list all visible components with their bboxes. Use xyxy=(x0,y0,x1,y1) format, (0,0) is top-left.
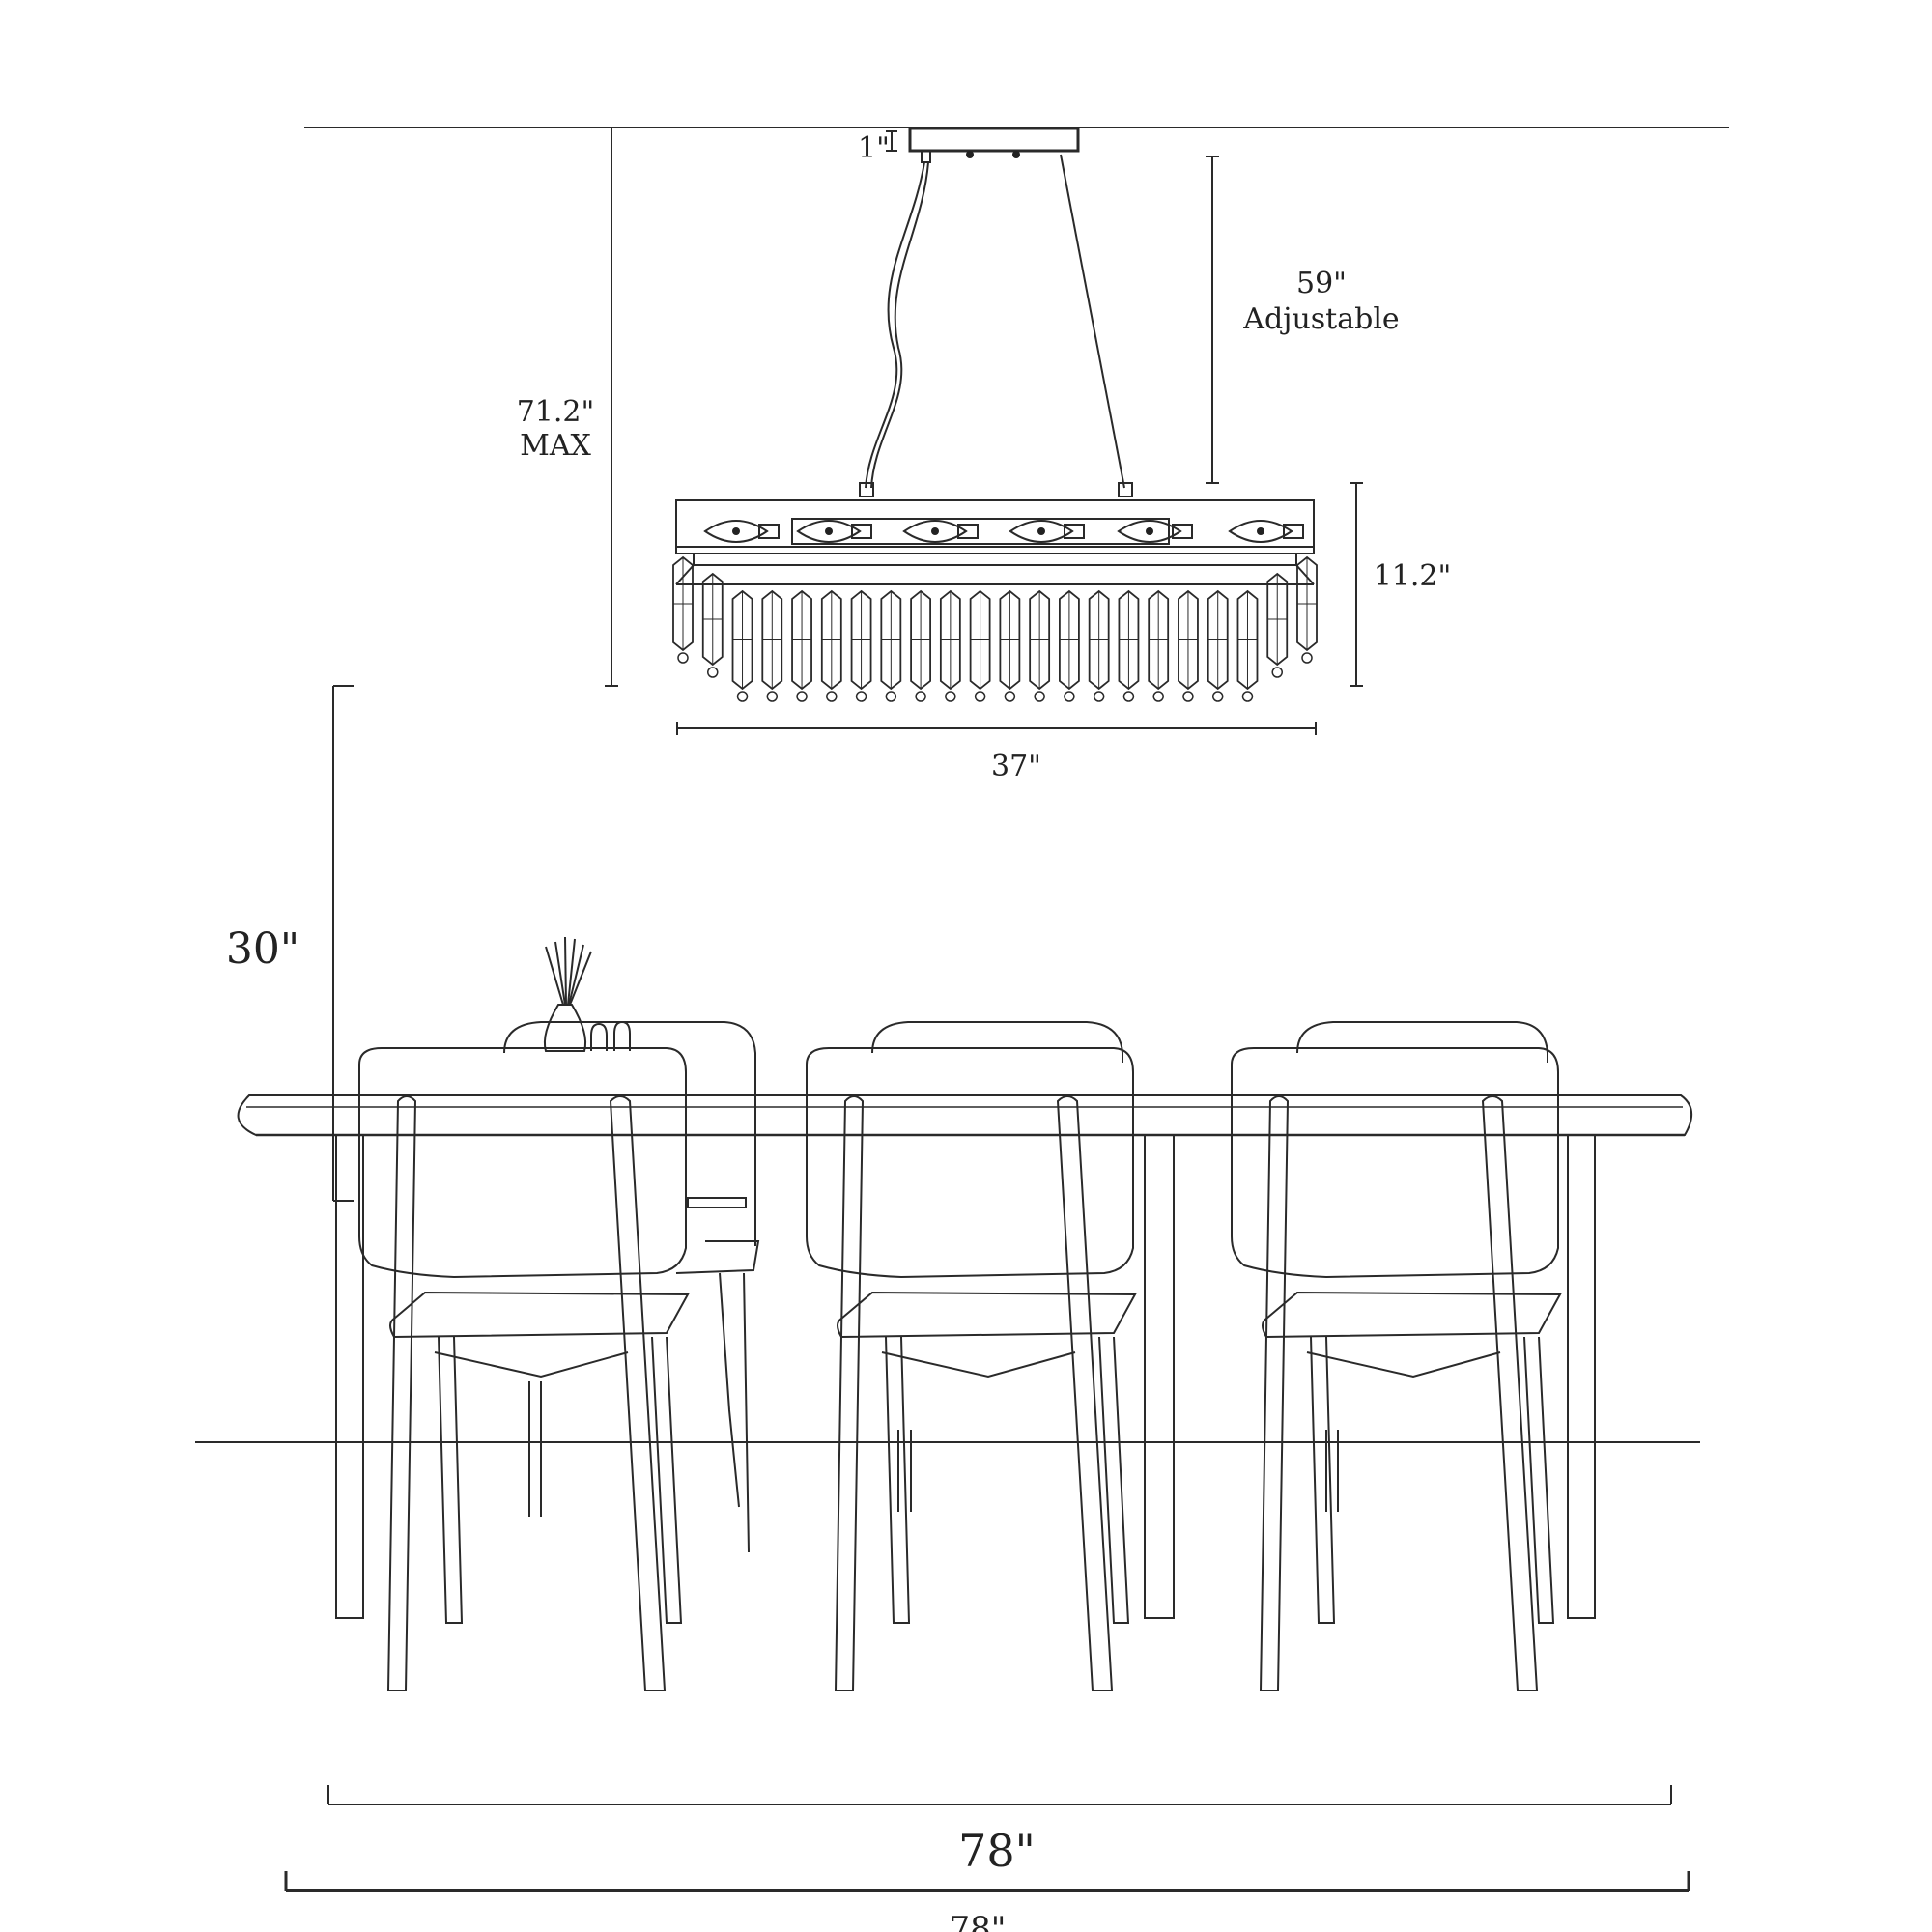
crystal-prism xyxy=(939,589,961,702)
rod-length-label: 59" xyxy=(1296,267,1347,300)
crystal-prism xyxy=(1088,589,1110,702)
mount-height-dimension: 1" xyxy=(858,130,897,165)
back-chair-right xyxy=(1296,1021,1548,1512)
crystal-prism xyxy=(761,589,783,702)
front-chair xyxy=(358,1047,690,1691)
overall-length-label: 78" xyxy=(950,1910,1007,1932)
crystal-prism xyxy=(969,589,991,702)
crystal-prism xyxy=(999,589,1021,702)
front-chair xyxy=(1231,1047,1562,1691)
fixture-height-dimension: 11.2" xyxy=(1350,482,1452,687)
clearance-dimension: 30" xyxy=(226,685,354,1202)
fixture-width-dimension: 37" xyxy=(676,722,1317,783)
bulb-icon xyxy=(1009,520,1085,543)
crystal-prism xyxy=(1266,572,1289,678)
crystal-prism xyxy=(910,589,931,702)
crystal-prism xyxy=(1178,589,1199,702)
vase-with-reeds xyxy=(543,936,631,1052)
dining-table xyxy=(237,1094,1692,1619)
total-height-dimension: 71.2" MAX xyxy=(517,128,618,687)
bulb-icon xyxy=(1117,520,1193,543)
crystal-prism xyxy=(701,572,724,678)
bulb-icon xyxy=(796,520,872,543)
crystal-row xyxy=(672,555,1318,702)
crystal-prism xyxy=(880,589,902,702)
table-length-label: 78" xyxy=(958,1825,1036,1877)
crystal-prism xyxy=(731,589,753,702)
rod-length-note: Adjustable xyxy=(1242,302,1399,336)
fixture-height-label: 11.2" xyxy=(1374,559,1452,593)
clearance-label: 30" xyxy=(226,924,299,974)
back-chair-center xyxy=(871,1021,1123,1512)
bulb-icon xyxy=(703,520,780,543)
crystal-prism xyxy=(850,589,872,702)
total-height-note: MAX xyxy=(520,429,591,463)
front-chair xyxy=(806,1047,1137,1691)
canopy xyxy=(908,127,1080,163)
mount-height-label: 1" xyxy=(858,131,890,165)
table-length-dimension: 78" xyxy=(327,1785,1672,1877)
crystal-prism xyxy=(1118,589,1140,702)
overall-length-dimension: 78" xyxy=(284,1871,1690,1932)
crystal-prism xyxy=(1029,589,1051,702)
rod-length-dimension: 59" Adjustable xyxy=(1206,156,1400,484)
fixture-width-label: 37" xyxy=(991,750,1041,783)
crystal-prism xyxy=(672,555,694,664)
bulb-icon xyxy=(902,520,979,543)
crystal-prism xyxy=(1236,589,1259,702)
back-chair-left xyxy=(503,1021,760,1553)
chandelier-body xyxy=(675,499,1315,585)
bulb-row xyxy=(703,520,1304,543)
total-height-label: 71.2" xyxy=(517,395,595,429)
front-chairs xyxy=(358,1047,1562,1691)
bulb-icon xyxy=(1228,520,1304,543)
suspension-cables xyxy=(859,154,1133,497)
crystal-prism xyxy=(1148,589,1170,702)
crystal-prism xyxy=(791,589,812,702)
crystal-prism xyxy=(1059,589,1080,702)
back-chairs xyxy=(503,1021,1548,1553)
crystal-prism xyxy=(1207,589,1229,702)
crystal-prism xyxy=(820,589,842,702)
crystal-prism xyxy=(1296,555,1318,664)
